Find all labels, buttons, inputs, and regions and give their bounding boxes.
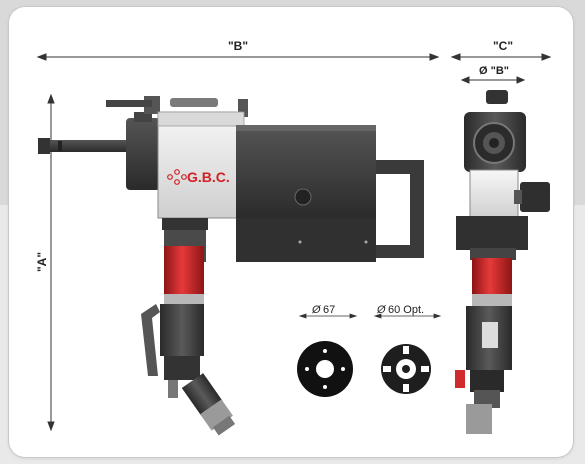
flange-67-label: 67 [323,304,335,316]
machine-side-view: G.B.C. [38,96,424,436]
flange-67 [297,341,353,397]
dimension-c-label: "C" [493,39,513,53]
flange-dimension-60 [373,313,442,319]
flange-60 [381,344,431,394]
dimension-phi-b-label: Ø "B" [479,65,509,77]
gbc-logo-text: G.B.C. [187,169,230,185]
dimension-c-line [450,53,552,61]
flange-60-label: 60 Opt. [388,304,424,316]
dimension-b-line [36,53,440,61]
diameter-symbol: Ø [311,304,322,316]
dimension-b-label: "B" [228,39,248,53]
dimension-phi-b-line [460,76,526,84]
diameter-symbol: Ø [376,304,387,316]
dimension-a-label: "A" [35,252,49,272]
machine-front-view [455,90,550,434]
flange-dimension-67 [298,313,358,319]
gbc-logo: G.B.C. [167,169,230,185]
